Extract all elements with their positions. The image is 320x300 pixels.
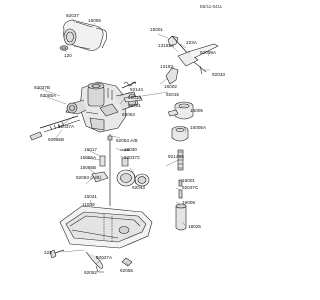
callout-label: 92009A bbox=[200, 50, 217, 55]
callout-label: 92081 bbox=[128, 103, 142, 108]
callout-label: 16005A bbox=[190, 125, 207, 130]
needle-jet-part bbox=[175, 149, 187, 231]
callout-label: 92055A bbox=[40, 93, 57, 98]
callout-label: 92033 bbox=[212, 72, 226, 77]
callout-label: 120 bbox=[64, 53, 72, 58]
callout-label: 16065B bbox=[80, 165, 97, 170]
callout-label: 92037 bbox=[66, 13, 80, 18]
callout-label: 16017 bbox=[84, 147, 98, 152]
callout-label: 15001 bbox=[150, 27, 164, 32]
callout-label: 92144 bbox=[130, 87, 144, 92]
callout-label: 16005 bbox=[190, 108, 204, 113]
callout-label: 92144A bbox=[168, 154, 185, 159]
jet-needle-part bbox=[107, 134, 113, 206]
callout-label: 16014 bbox=[128, 95, 142, 100]
callout-label: 92037C bbox=[182, 185, 199, 190]
callout-label: 92055 bbox=[120, 268, 134, 273]
callout-label: 92037C bbox=[124, 155, 141, 160]
callout-label: 223A bbox=[186, 40, 197, 45]
carburetor-body-part bbox=[65, 81, 139, 133]
callout-label: 16001 bbox=[182, 178, 196, 183]
callout-label: 92063 bbox=[122, 112, 136, 117]
pilot-screw-part bbox=[121, 81, 143, 103]
callout-label: 223 bbox=[44, 250, 52, 255]
callout-label: 92037B bbox=[34, 85, 51, 90]
carburetor-exploded-diagram: E8/11-0411 92037 16065 120 15001 223A 13… bbox=[29, 4, 226, 275]
callout-label: 92063 (A/B) bbox=[76, 175, 102, 180]
float-bowl-part bbox=[59, 205, 153, 249]
callout-label: 13183 bbox=[160, 64, 174, 69]
cable-adjuster-part bbox=[165, 35, 219, 85]
intake-funnel-part bbox=[63, 19, 107, 51]
callout-label: 92063 A/B bbox=[116, 138, 138, 143]
callout-label: 92015 bbox=[166, 92, 180, 97]
leader-lines bbox=[37, 18, 211, 273]
callout-label: 13183A bbox=[158, 43, 175, 48]
figure-reference-code: E8/11-0411 bbox=[200, 4, 223, 9]
callout-label: 92043 bbox=[132, 185, 146, 190]
callout-label: 16031 bbox=[84, 194, 98, 199]
clamp-ring-part bbox=[59, 45, 69, 51]
callout-label: 16065 bbox=[88, 18, 102, 23]
callout-label: 16030 bbox=[124, 147, 138, 152]
callout-label: 16009 bbox=[182, 200, 196, 205]
callout-label: 11009 bbox=[82, 202, 95, 207]
callout-label: 92037A bbox=[96, 255, 113, 260]
callout-label: 16002 bbox=[164, 84, 178, 89]
throttle-valve-part bbox=[167, 101, 194, 142]
callout-label: 16025 bbox=[188, 224, 202, 229]
callout-label: 16065A bbox=[80, 155, 97, 160]
drain-screw-part bbox=[49, 249, 133, 273]
throttle-stop-screw-part bbox=[29, 115, 81, 141]
carburetor-parts-drawing bbox=[29, 18, 219, 273]
callout-label: 92037A bbox=[58, 124, 75, 129]
callout-label: 92052 bbox=[84, 270, 98, 275]
callout-label: 92066B bbox=[48, 137, 65, 142]
float-part bbox=[91, 149, 150, 187]
